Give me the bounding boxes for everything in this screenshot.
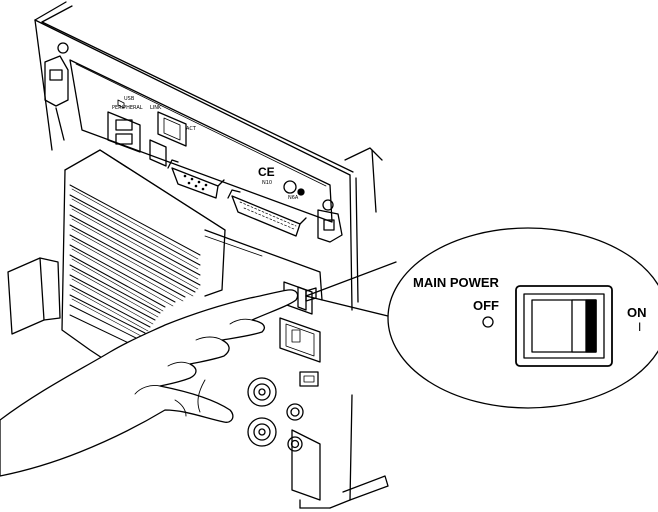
main-power-switch-detail: [515, 285, 613, 367]
act-label: ACT: [186, 126, 196, 132]
usb-port-icon: [107, 99, 141, 153]
ethernet-port-icon: [149, 111, 187, 167]
callout-pointer: [305, 261, 397, 319]
left-foot: [7, 257, 61, 335]
main-power-label: MAIN POWER: [413, 275, 499, 290]
left-bracket: [44, 42, 69, 141]
off-indicator-icon: [482, 316, 494, 328]
hand-icon: [0, 289, 299, 477]
ce-mark: CE: [258, 165, 275, 179]
rear-panel: [44, 42, 343, 509]
serial-port-icon: [167, 159, 225, 199]
ce-sub-label: N10: [262, 180, 273, 186]
power-inlet-icon: [279, 317, 321, 363]
right-bracket: [317, 199, 343, 243]
instrument-case: [34, 1, 389, 509]
fan-grille: [61, 149, 226, 397]
on-symbol: I: [638, 320, 642, 334]
gpib-port-icon: [227, 189, 307, 237]
usb-label: USB: [124, 96, 135, 102]
bnc-connector-icon: [247, 377, 304, 452]
c-sub-label: N6A: [288, 195, 299, 201]
off-label: OFF: [473, 298, 499, 313]
on-label: ON: [627, 305, 647, 320]
link-label: LINK: [150, 105, 162, 111]
peripheral-label: PERIPHERAL: [112, 105, 143, 111]
